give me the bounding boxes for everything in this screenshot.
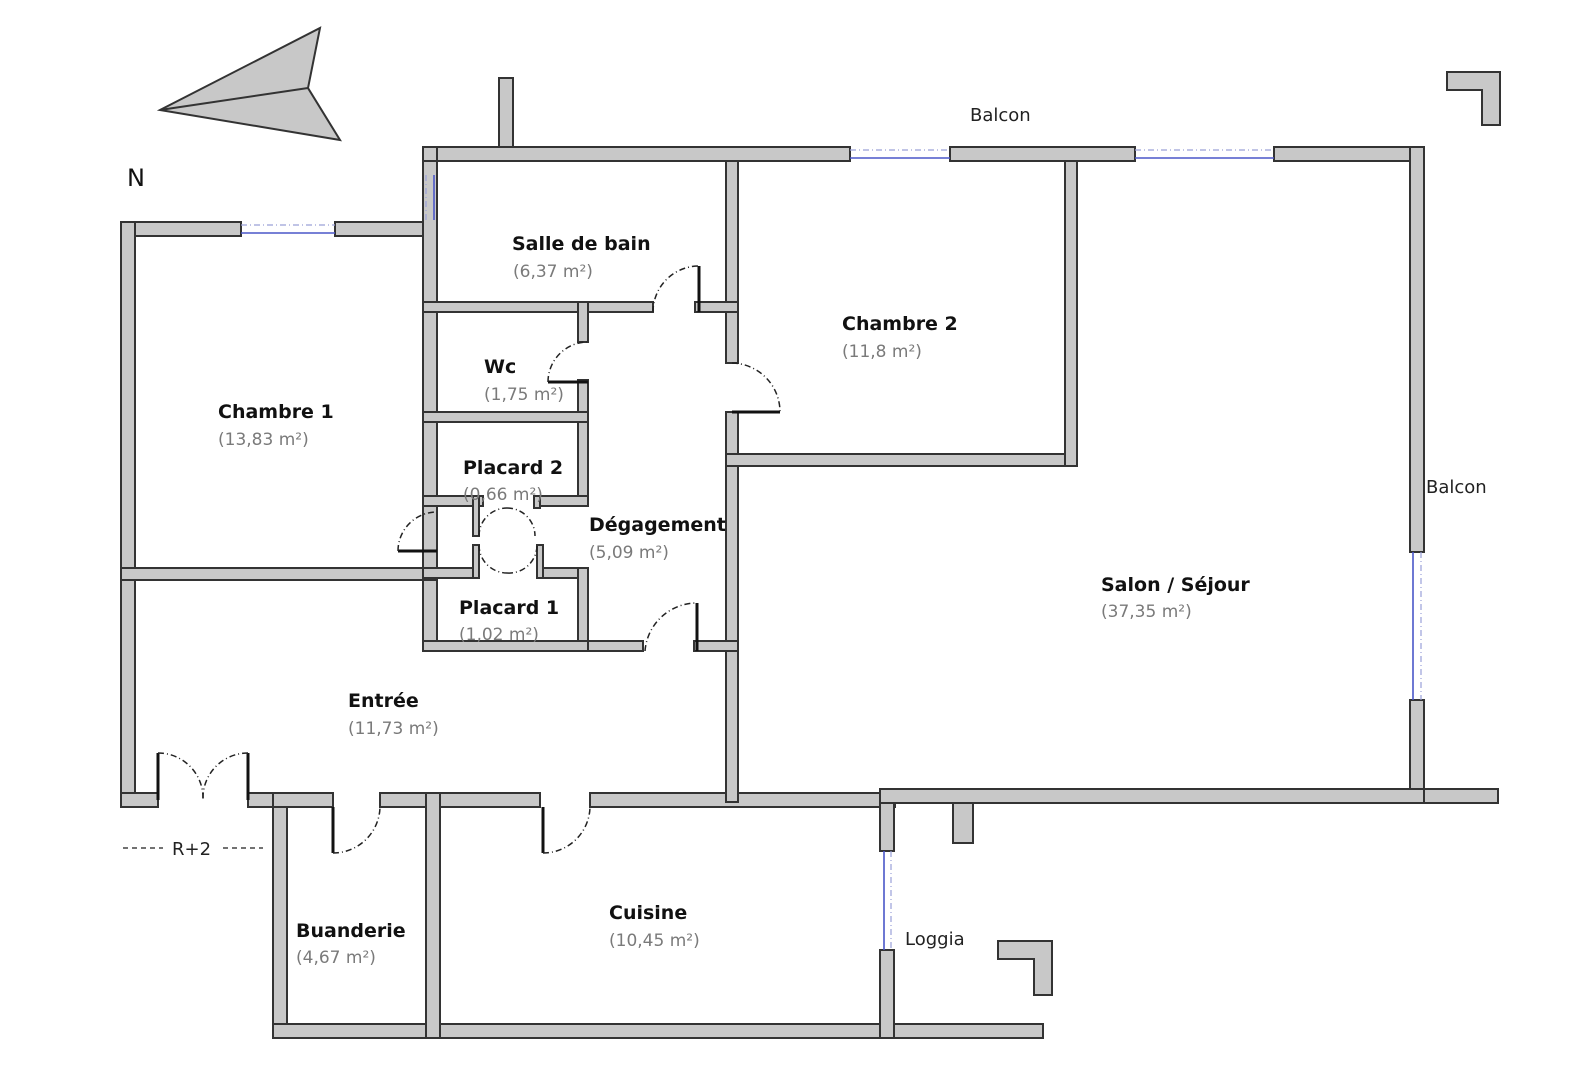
room-area-placard-2: (0,66 m²) [463, 485, 543, 505]
window-top-chambre2 [850, 149, 950, 159]
balcon-top-label: Balcon [970, 105, 1031, 126]
door-entrance-double [156, 752, 250, 801]
window-sejour-right [1412, 552, 1422, 700]
room-area-degagement: (5,09 m²) [589, 543, 669, 563]
door-cuisine [541, 806, 591, 854]
window-top-sejour [1135, 149, 1274, 159]
door-chambre1 [397, 511, 438, 553]
room-name-cuisine: Cuisine [609, 902, 687, 924]
north-label: N [127, 164, 145, 192]
room-area-chambre-1: (13,83 m²) [218, 430, 309, 450]
door-placard2-double [478, 507, 536, 537]
balcon-right-label: Balcon [1426, 477, 1487, 498]
room-name-chambre-1: Chambre 1 [218, 401, 334, 423]
level-label: R+2 [172, 839, 211, 860]
window-bath-side [425, 175, 435, 220]
windows [241, 149, 1422, 950]
room-name-salon-sejour: Salon / Séjour [1101, 574, 1250, 596]
walls [120, 77, 1499, 1039]
door-buanderie [331, 806, 381, 854]
door-bath [652, 265, 701, 313]
room-area-salle-de-bain: (6,37 m²) [513, 262, 593, 282]
room-area-wc: (1,75 m²) [484, 385, 564, 405]
door-wc [547, 341, 589, 384]
window-chambre1 [241, 224, 335, 234]
room-area-chambre-2: (11,8 m²) [842, 342, 922, 362]
loggia-label: Loggia [905, 929, 965, 950]
room-name-placard-1: Placard 1 [459, 597, 559, 619]
room-name-chambre-2: Chambre 2 [842, 313, 958, 335]
room-area-cuisine: (10,45 m²) [609, 931, 700, 951]
room-name-salle-de-bain: Salle de bain [512, 233, 651, 255]
room-name-degagement: Dégagement [589, 514, 726, 536]
window-loggia [883, 851, 892, 950]
corner-fixtures [997, 71, 1501, 996]
door-degagement [644, 602, 699, 652]
doors [156, 265, 781, 854]
room-area-entree: (11,73 m²) [348, 719, 439, 739]
room-name-wc: Wc [484, 356, 516, 378]
room-name-entree: Entrée [348, 690, 419, 712]
room-area-buanderie: (4,67 m²) [296, 948, 376, 968]
room-name-buanderie: Buanderie [296, 920, 406, 942]
door-chambre2 [731, 362, 781, 414]
door-placard1-double [478, 544, 538, 574]
room-area-salon-sejour: (37,35 m²) [1101, 602, 1192, 622]
compass-arrow-icon [156, 26, 343, 142]
room-area-placard-1: (1,02 m²) [459, 625, 539, 645]
room-name-placard-2: Placard 2 [463, 457, 563, 479]
